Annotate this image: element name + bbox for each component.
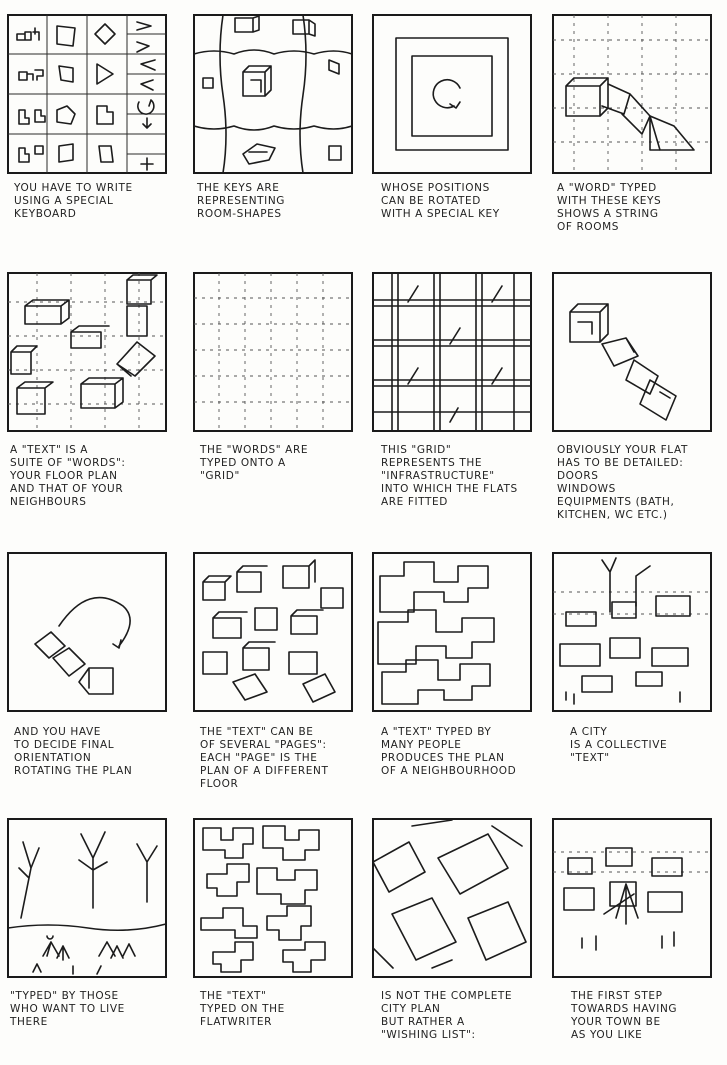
panel-infrastructure xyxy=(372,272,532,432)
caption-12: A CITY IS A COLLECTIVE "TEXT" xyxy=(570,726,727,765)
neighbourhood-sketch xyxy=(372,552,532,712)
caption-4: A "WORD" TYPED WITH THESE KEYS SHOWS A S… xyxy=(557,182,727,234)
panel-word xyxy=(552,14,712,174)
town-sketch xyxy=(552,818,712,978)
panel-city xyxy=(552,552,712,712)
caption-3: WHOSE POSITIONS CAN BE ROTATED WITH A SP… xyxy=(381,182,551,221)
city-plan-outline-sketch xyxy=(372,818,532,978)
panel-text xyxy=(7,272,167,432)
caption-1: YOU HAVE TO WRITE USING A SPECIAL KEYBOA… xyxy=(14,182,184,221)
panel-orientation xyxy=(7,552,167,712)
panel-room-keys xyxy=(193,14,353,174)
rotation-sketch xyxy=(372,14,532,174)
people-trees-sketch xyxy=(7,818,167,978)
panel-grid xyxy=(193,272,353,432)
multi-page-plan-sketch xyxy=(193,552,353,712)
panel-people xyxy=(7,818,167,978)
caption-11: A "TEXT" TYPED BY MANY PEOPLE PRODUCES T… xyxy=(381,726,551,778)
caption-14: THE "TEXT" TYPED ON THE FLATWRITER xyxy=(200,990,370,1029)
city-sketch xyxy=(552,552,712,712)
keyboard-sketch xyxy=(7,14,167,174)
dotted-grid-sketch xyxy=(193,272,353,432)
panel-flatwriter xyxy=(193,818,353,978)
panel-wishing-list xyxy=(372,818,532,978)
caption-8: OBVIOUSLY YOUR FLAT HAS TO BE DETAILED: … xyxy=(557,444,727,522)
caption-9: AND YOU HAVE TO DECIDE FINAL ORIENTATION… xyxy=(14,726,184,778)
panel-neighbourhood xyxy=(372,552,532,712)
panel-keyboard xyxy=(7,14,167,174)
text-plan-sketch xyxy=(7,272,167,432)
infrastructure-grid-sketch xyxy=(372,272,532,432)
word-string-sketch xyxy=(552,14,712,174)
caption-6: THE "WORDS" ARE TYPED ONTO A "GRID" xyxy=(200,444,370,483)
caption-15: IS NOT THE COMPLETE CITY PLAN BUT RATHER… xyxy=(381,990,551,1042)
caption-10: THE "TEXT" CAN BE OF SEVERAL "PAGES": EA… xyxy=(200,726,370,791)
caption-5: A "TEXT" IS A SUITE OF "WORDS": YOUR FLO… xyxy=(10,444,180,509)
caption-2: THE KEYS ARE REPRESENTING ROOM-SHAPES xyxy=(197,182,367,221)
orientation-sketch xyxy=(7,552,167,712)
caption-16: THE FIRST STEP TOWARDS HAVING YOUR TOWN … xyxy=(571,990,727,1042)
detailed-flat-sketch xyxy=(552,272,712,432)
panel-first-step xyxy=(552,818,712,978)
room-keys-sketch xyxy=(193,14,353,174)
caption-13: "TYPED" BY THOSE WHO WANT TO LIVE THERE xyxy=(10,990,180,1029)
flatwriter-text-sketch xyxy=(193,818,353,978)
panel-detail xyxy=(552,272,712,432)
panel-rotation xyxy=(372,14,532,174)
panel-pages xyxy=(193,552,353,712)
caption-7: THIS "GRID" REPRESENTS THE "INFRASTRUCTU… xyxy=(381,444,551,509)
